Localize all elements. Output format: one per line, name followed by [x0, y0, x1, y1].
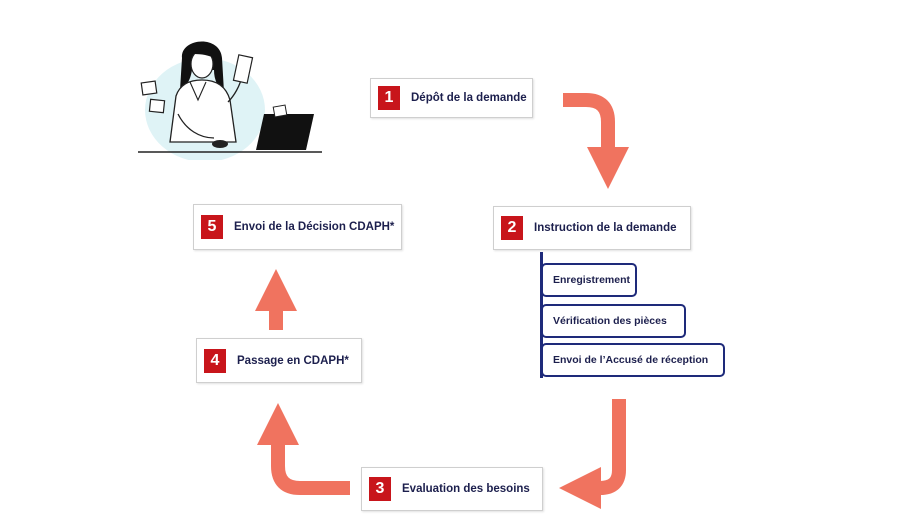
step-4: 4 Passage en CDAPH*: [196, 338, 362, 383]
substep-verification-pieces: Vérification des pièces: [541, 304, 686, 338]
step-3-number: 3: [369, 477, 391, 501]
step-5-number: 5: [201, 215, 223, 239]
step-2-number: 2: [501, 216, 523, 240]
arrow-3-to-4: [257, 403, 350, 495]
step-3-label: Evaluation des besoins: [402, 483, 530, 495]
step-5-label: Envoi de la Décision CDAPH*: [234, 221, 395, 233]
step-1-label: Dépôt de la demande: [411, 92, 527, 104]
step-1: 1 Dépôt de la demande: [370, 78, 533, 118]
step-1-number: 1: [378, 86, 400, 110]
arrow-1-to-2: [563, 93, 629, 189]
arrow-2-to-3: [559, 399, 626, 509]
substep-envoi-accuse-reception: Envoi de l’Accusé de réception: [541, 343, 725, 377]
step-3: 3 Evaluation des besoins: [361, 467, 543, 511]
step-5: 5 Envoi de la Décision CDAPH*: [193, 204, 402, 250]
step-2: 2 Instruction de la demande: [493, 206, 691, 250]
substep-enregistrement: Enregistrement: [541, 263, 637, 297]
woman-at-desk-illustration: [138, 41, 322, 160]
step-2-label: Instruction de la demande: [534, 222, 677, 234]
step-4-number: 4: [204, 348, 226, 373]
step-4-label: Passage en CDAPH*: [237, 354, 349, 367]
